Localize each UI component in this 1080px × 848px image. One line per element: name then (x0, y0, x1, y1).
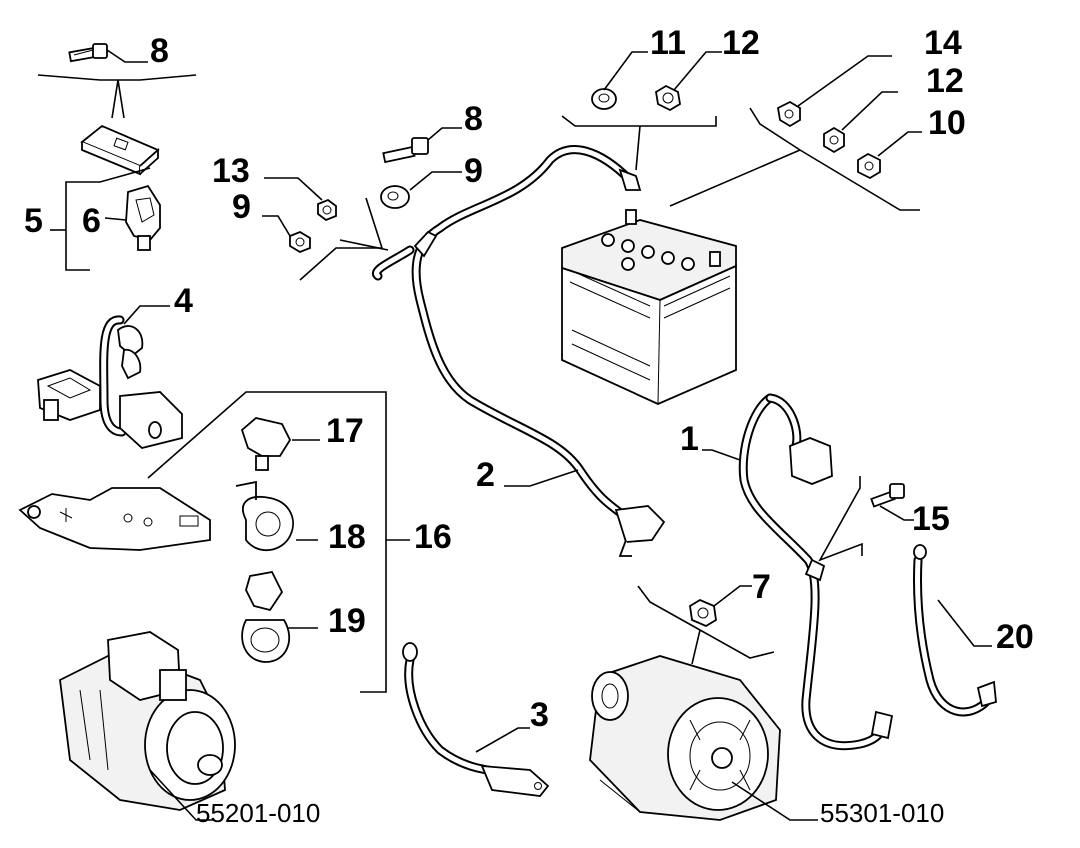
callout-6: 6 (82, 202, 101, 240)
bolt-8-middle (382, 137, 429, 164)
callout-8-middle: 8 (464, 100, 483, 138)
bracket-16-plate (18, 487, 211, 551)
callout-9-right: 9 (464, 152, 483, 190)
starter-motor (59, 631, 236, 811)
clip-6 (125, 184, 161, 251)
callout-18: 18 (328, 518, 366, 556)
callout-19: 19 (328, 602, 366, 640)
callout-20: 20 (996, 618, 1034, 656)
earth-cable-20 (913, 544, 997, 717)
callout-12-top: 12 (722, 24, 760, 62)
callout-1: 1 (680, 420, 699, 458)
washer-9-right (380, 185, 410, 209)
clip-18 (235, 480, 294, 551)
callout-7: 7 (752, 568, 771, 606)
callout-3: 3 (530, 696, 549, 734)
callout-5: 5 (24, 202, 43, 240)
nut-12-right (823, 126, 845, 154)
nut-9-left (289, 230, 311, 254)
starter-part-code: 55201-010 (196, 798, 321, 828)
alternator (589, 655, 781, 821)
nut-10 (857, 152, 881, 180)
bracket-5-plate (80, 124, 160, 176)
callout-8-top-left: 8 (150, 32, 169, 70)
callout-10: 10 (928, 104, 966, 142)
callout-12-right: 12 (926, 62, 964, 100)
callout-14: 14 (924, 24, 962, 62)
clip-19 (241, 570, 291, 663)
nut-14 (777, 100, 801, 128)
bolt-8-top-left (68, 43, 108, 63)
nut-7 (689, 598, 717, 628)
bolt-15 (870, 483, 905, 508)
cable-3 (402, 642, 550, 797)
clip-17 (240, 417, 292, 471)
harness-1 (738, 393, 894, 751)
callout-16: 16 (414, 518, 452, 556)
callout-11: 11 (650, 24, 686, 62)
nut-13 (317, 198, 337, 222)
callout-17: 17 (326, 412, 364, 450)
callout-4: 4 (174, 282, 193, 320)
callout-13: 13 (212, 152, 250, 190)
harness-4 (37, 315, 183, 449)
washer-11 (591, 88, 617, 110)
alternator-part-code: 55301-010 (820, 798, 945, 828)
nut-12-top (655, 84, 681, 112)
callout-9-left: 9 (232, 188, 251, 226)
battery-cable-2 (371, 145, 666, 557)
callout-2: 2 (476, 456, 495, 494)
battery (561, 209, 737, 405)
callout-15: 15 (912, 500, 950, 538)
